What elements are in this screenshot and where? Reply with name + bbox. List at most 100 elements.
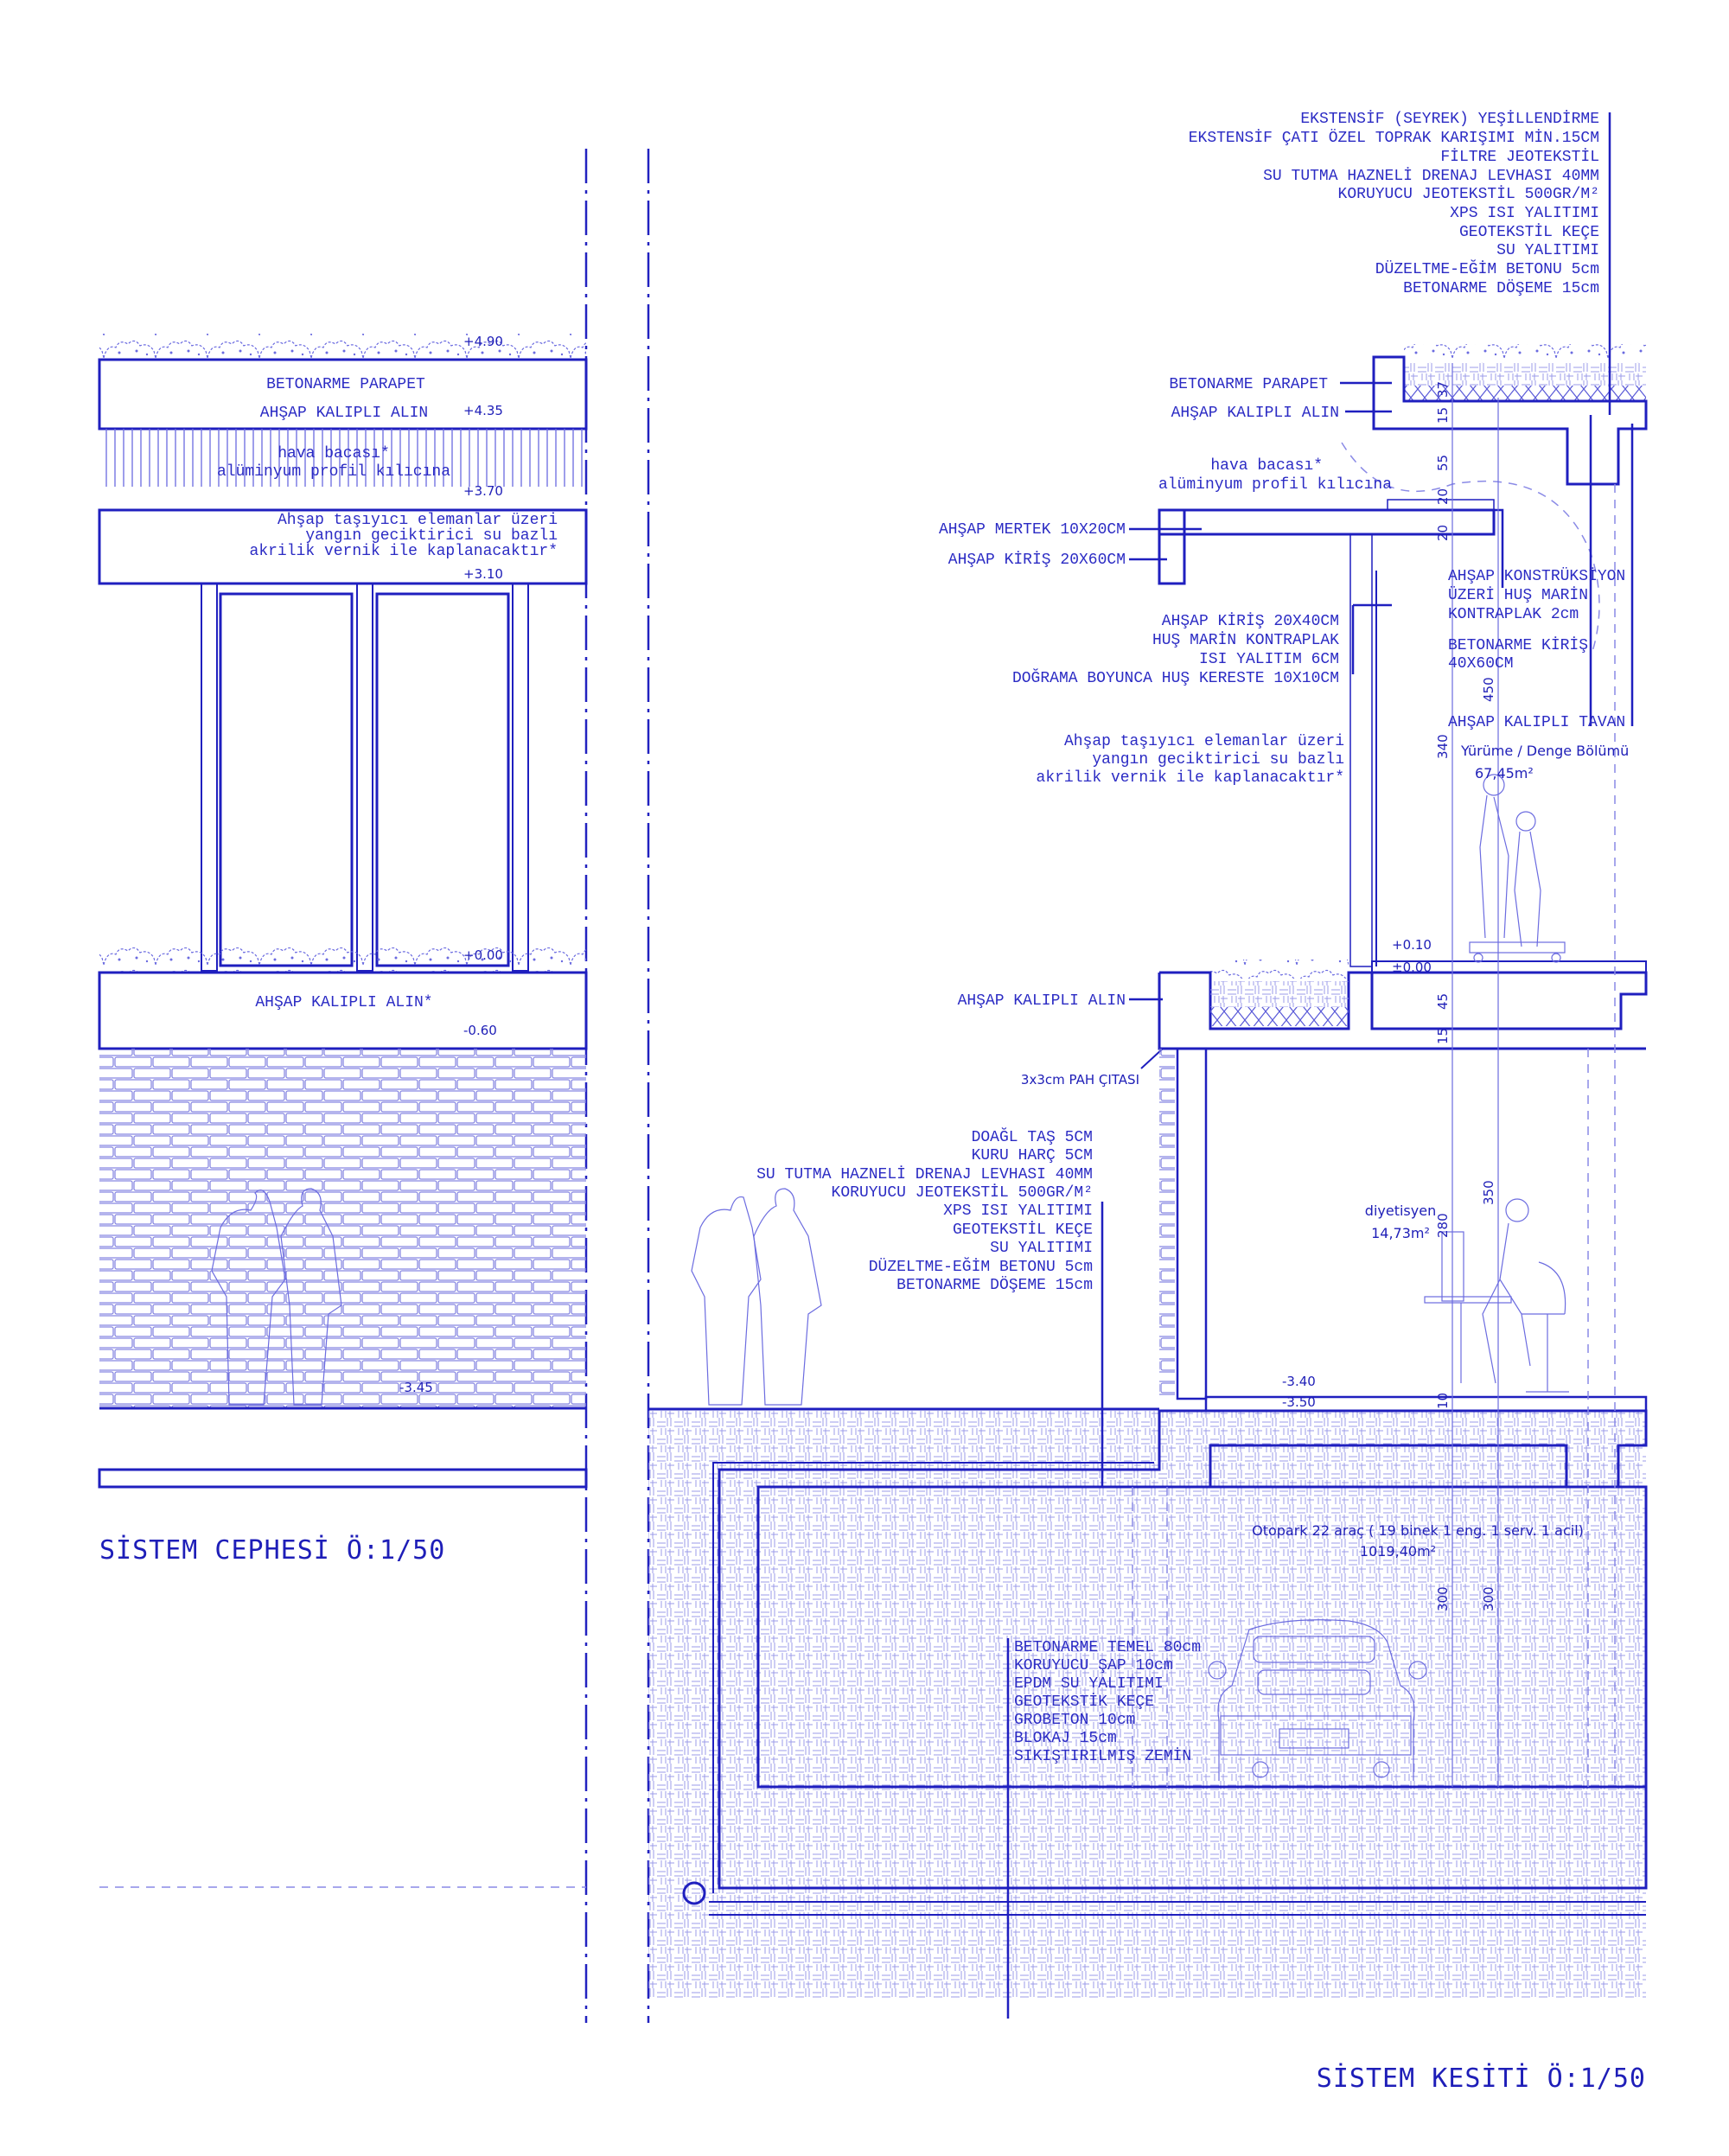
parapet-label: BETONARME PARAPET bbox=[1169, 376, 1328, 393]
stone-wall bbox=[99, 1049, 586, 1408]
basement-wall bbox=[1176, 1047, 1208, 1400]
vent-label: alüminyum profil kılıcına bbox=[1158, 476, 1392, 494]
leader-line bbox=[1129, 381, 1634, 726]
varnish-note: Ahşap taşıyıcı elemanlar üzeri bbox=[1064, 733, 1344, 750]
level-marker: -0.60 bbox=[463, 1023, 497, 1038]
wall-layer-label: DOĞRAMA BOYUNCA HUŞ KERESTE 10X10CM bbox=[1012, 668, 1339, 687]
room-name: diyetisyen bbox=[1365, 1202, 1436, 1219]
roof-soil-layer bbox=[1404, 363, 1646, 386]
wall-layer-label: SU YALITIMI bbox=[990, 1240, 1093, 1257]
level-marker: +0.00 bbox=[463, 947, 503, 963]
foundation-layer-label: SIKIŞTIRILMIŞ ZEMİN bbox=[1014, 1747, 1191, 1765]
roof-layer-label: DÜZELTME-EĞİM BETONU 5cm bbox=[1375, 259, 1599, 278]
car-rear-view bbox=[1208, 1619, 1427, 1781]
svg-text:450: 450 bbox=[1481, 677, 1496, 702]
level-marker: -3.50 bbox=[1282, 1394, 1316, 1410]
vent-label: alüminyum profil kılıcına bbox=[217, 463, 450, 481]
foundation-layer-list: BETONARME TEMEL 80cm KORUYUCU ŞAP 10cm E… bbox=[1014, 1639, 1201, 1765]
level-marker: +3.10 bbox=[463, 566, 503, 582]
level-marker: +4.90 bbox=[463, 334, 503, 349]
roof-layer-label: EKSTENSİF ÇATI ÖZEL TOPRAK KARIŞIMI MİN.… bbox=[1189, 129, 1599, 147]
varnish-note: yangın geciktirici su bazlı bbox=[305, 527, 558, 545]
ceiling-label: KONTRAPLAK 2cm bbox=[1448, 606, 1579, 623]
varnish-note: akrilik vernik ile kaplanacaktır* bbox=[250, 543, 558, 560]
base-alin-label: AHŞAP KALIPLI ALIN* bbox=[255, 994, 432, 1011]
wall-layer-label: ISI YALITIM 6CM bbox=[1199, 651, 1339, 668]
window-pane bbox=[375, 592, 510, 967]
foundation-layer-label: BETONARME TEMEL 80cm bbox=[1014, 1639, 1201, 1656]
level-marker: +0.10 bbox=[1392, 937, 1432, 953]
foundation-layer-label: GROBETON 10cm bbox=[1014, 1712, 1135, 1729]
svg-text:300: 300 bbox=[1481, 1586, 1496, 1611]
timber-beam bbox=[1158, 508, 1186, 585]
svg-text:15: 15 bbox=[1435, 1028, 1451, 1044]
wall-layer-label: XPS ISI YALITIMI bbox=[943, 1202, 1093, 1220]
stone-cladding bbox=[1159, 1049, 1175, 1399]
wall-layer-label: SU TUTMA HAZNELİ DRENAJ LEVHASI 40MM bbox=[756, 1165, 1093, 1183]
chamfer-label: 3x3cm PAH ÇITASI bbox=[1021, 1072, 1139, 1088]
foundation-layer-label: BLOKAJ 15cm bbox=[1014, 1730, 1117, 1747]
wall-layer-label: GEOTEKSTİL KEÇE bbox=[953, 1221, 1093, 1239]
level-marker: -3.45 bbox=[399, 1380, 433, 1395]
roof-layer-label: XPS ISI YALITIMI bbox=[1450, 205, 1599, 222]
terrace-vegetation bbox=[1210, 960, 1349, 979]
svg-text:55: 55 bbox=[1435, 455, 1451, 471]
facade-elevation: +4.90 BETONARME PARAPET AHŞAP KALIPLI AL… bbox=[98, 334, 588, 1888]
foundation-layer-label: KORUYUCU ŞAP 10cm bbox=[1014, 1657, 1173, 1674]
basement-floor bbox=[1204, 1395, 1648, 1413]
room-name: Yürüme / Denge Bölümü bbox=[1460, 743, 1629, 759]
wall-layer-label: KURU HARÇ 5CM bbox=[972, 1147, 1093, 1164]
wall-layer-list: DOAĞL TAŞ 5CM KURU HARÇ 5CM SU TUTMA HAZ… bbox=[756, 1127, 1093, 1294]
foundation-layer-label: GEOTEKSTİK KEÇE bbox=[1014, 1693, 1154, 1711]
level-marker: ±0.00 bbox=[1392, 960, 1432, 975]
wall-layer-label: HUŞ MARİN KONTRAPLAK bbox=[1152, 631, 1339, 649]
roof-insulation bbox=[1404, 386, 1646, 401]
leader-line bbox=[1140, 1048, 1164, 1069]
wall-layer-label: DÜZELTME-EĞİM BETONU 5cm bbox=[869, 1257, 1093, 1276]
alin-label: AHŞAP KALIPLI ALIN bbox=[260, 405, 428, 422]
roof-layer-label: EKSTENSİF (SEYREK) YEŞİLLENDİRME bbox=[1300, 110, 1599, 128]
blocking-line bbox=[709, 1901, 1646, 1916]
level-marker: -3.40 bbox=[1282, 1374, 1316, 1389]
level-marker: +4.35 bbox=[463, 403, 503, 418]
roof-slab bbox=[1372, 355, 1648, 486]
ground-vegetation bbox=[99, 947, 586, 972]
room-area: 14,73m² bbox=[1371, 1225, 1430, 1241]
wall-layer-label: AHŞAP KİRİŞ 20X40CM bbox=[1162, 612, 1339, 630]
svg-text:37: 37 bbox=[1435, 381, 1451, 398]
wall-layer-label: BETONARME DÖŞEME 15cm bbox=[896, 1276, 1093, 1294]
varnish-note: yangın geciktirici su bazlı bbox=[1092, 751, 1344, 769]
dimension-lines bbox=[1132, 363, 1616, 1787]
svg-text:350: 350 bbox=[1481, 1180, 1496, 1205]
svg-text:340: 340 bbox=[1435, 734, 1451, 759]
svg-text:15: 15 bbox=[1435, 407, 1451, 424]
soil-fill bbox=[648, 1411, 1646, 1999]
parking-name: Otopark 22 araç ( 19 binek 1 eng. 1 serv… bbox=[1252, 1522, 1584, 1539]
foundation-layer-label: EPDM SU YALITIMI bbox=[1014, 1675, 1164, 1693]
rafter-label: AHŞAP MERTEK 10X20CM bbox=[939, 521, 1126, 539]
wall-layer-label: DOAĞL TAŞ 5CM bbox=[972, 1127, 1093, 1146]
roof-layer-list: EKSTENSİF (SEYREK) YEŞİLLENDİRME EKSTENS… bbox=[1189, 110, 1599, 297]
dietitian-figure-at-desk bbox=[1424, 1198, 1569, 1393]
vent-flow-arrow bbox=[1341, 442, 1600, 658]
beam-label: AHŞAP KİRİŞ 20X60CM bbox=[948, 551, 1126, 569]
concrete-beam-label: BETONARME KİRİŞ bbox=[1448, 636, 1588, 654]
window-frame bbox=[356, 583, 373, 972]
foundation-band bbox=[98, 1468, 588, 1489]
alin-label: AHŞAP KALIPLI ALIN bbox=[958, 992, 1126, 1010]
varnish-note: Ahşap taşıyıcı elemanlar üzeri bbox=[278, 512, 558, 529]
ceiling-label: ÜZERİ HUŞ MARİN bbox=[1448, 586, 1588, 604]
varnish-note: akrilik vernik ile kaplanacaktır* bbox=[1037, 769, 1344, 787]
vent-band bbox=[99, 429, 586, 487]
parapet-label: BETONARME PARAPET bbox=[266, 376, 425, 393]
dimension-labels: 37 15 55 20 20 450 340 45 15 350 280 10 … bbox=[1435, 381, 1496, 1611]
window-frame bbox=[512, 583, 529, 972]
alin-label: AHŞAP KALIPLI ALIN bbox=[1171, 405, 1339, 422]
svg-text:280: 280 bbox=[1435, 1213, 1451, 1238]
timber-wall bbox=[1349, 533, 1373, 967]
svg-text:10: 10 bbox=[1435, 1393, 1451, 1409]
svg-text:20: 20 bbox=[1435, 488, 1451, 505]
svg-text:20: 20 bbox=[1435, 525, 1451, 541]
terrace-insulation bbox=[1210, 1007, 1349, 1026]
